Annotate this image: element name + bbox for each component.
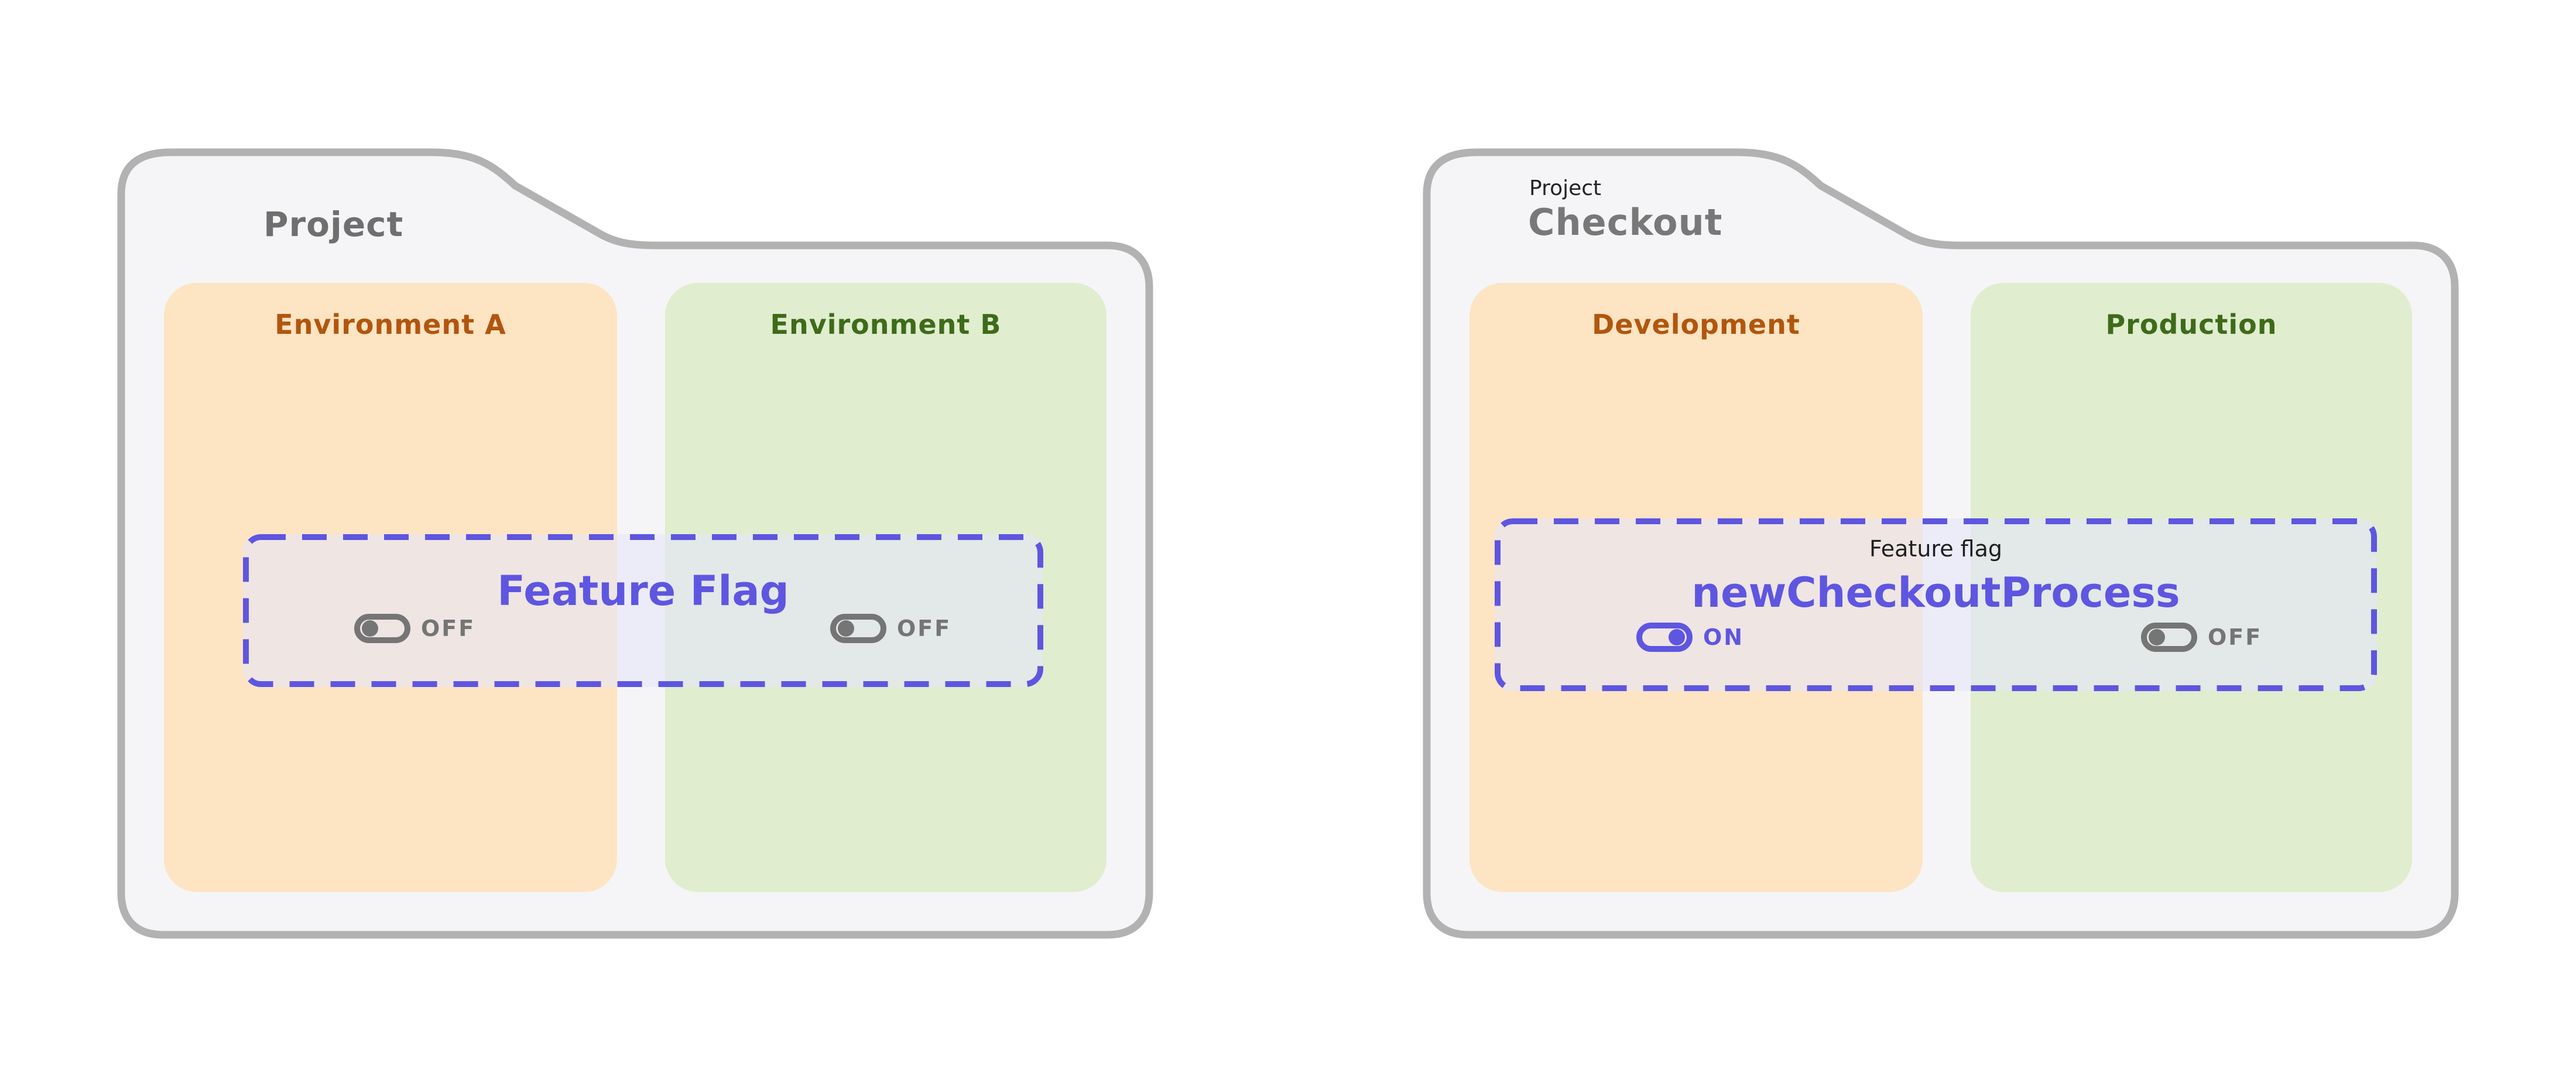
project-folder-generic: Project Environment A Environment B Feat… xyxy=(117,148,1153,939)
toggle-state-label: OFF xyxy=(2208,624,2263,650)
folder-title: Checkout xyxy=(1528,201,1723,244)
toggle-environment-a[interactable]: OFF xyxy=(354,614,475,643)
feature-flag-caption: Feature flag xyxy=(1869,536,2003,562)
folder-title: Project xyxy=(263,204,404,244)
feature-flag-box: Feature flag newCheckoutProcess ON OFF xyxy=(1495,518,2377,691)
environment-title: Environment B xyxy=(770,309,1002,340)
toggle-switch[interactable] xyxy=(2141,623,2197,652)
toggle-knob xyxy=(838,620,854,637)
environment-title: Environment A xyxy=(275,309,506,340)
toggle-switch[interactable] xyxy=(1636,623,1693,652)
toggle-knob xyxy=(1669,629,1685,645)
toggle-state-label: ON xyxy=(1703,624,1745,650)
toggle-state-label: OFF xyxy=(421,616,476,641)
toggle-switch[interactable] xyxy=(830,614,886,643)
feature-flag-box: Feature Flag OFF OFF xyxy=(243,534,1043,687)
folder-eyebrow: Project xyxy=(1529,176,1602,200)
environment-title: Production xyxy=(2105,309,2277,340)
toggle-production[interactable]: OFF xyxy=(2141,623,2262,652)
toggle-knob xyxy=(2149,629,2165,645)
environment-title: Development xyxy=(1592,309,1800,340)
project-folder-checkout: Project Checkout Development Production … xyxy=(1423,148,2459,939)
feature-flag-name: Feature Flag xyxy=(497,567,789,615)
toggle-switch[interactable] xyxy=(354,614,410,643)
toggle-development[interactable]: ON xyxy=(1636,623,1744,652)
toggle-knob xyxy=(362,620,378,637)
toggle-state-label: OFF xyxy=(897,616,952,641)
feature-flag-name: newCheckoutProcess xyxy=(1691,569,2180,617)
toggle-environment-b[interactable]: OFF xyxy=(830,614,951,643)
